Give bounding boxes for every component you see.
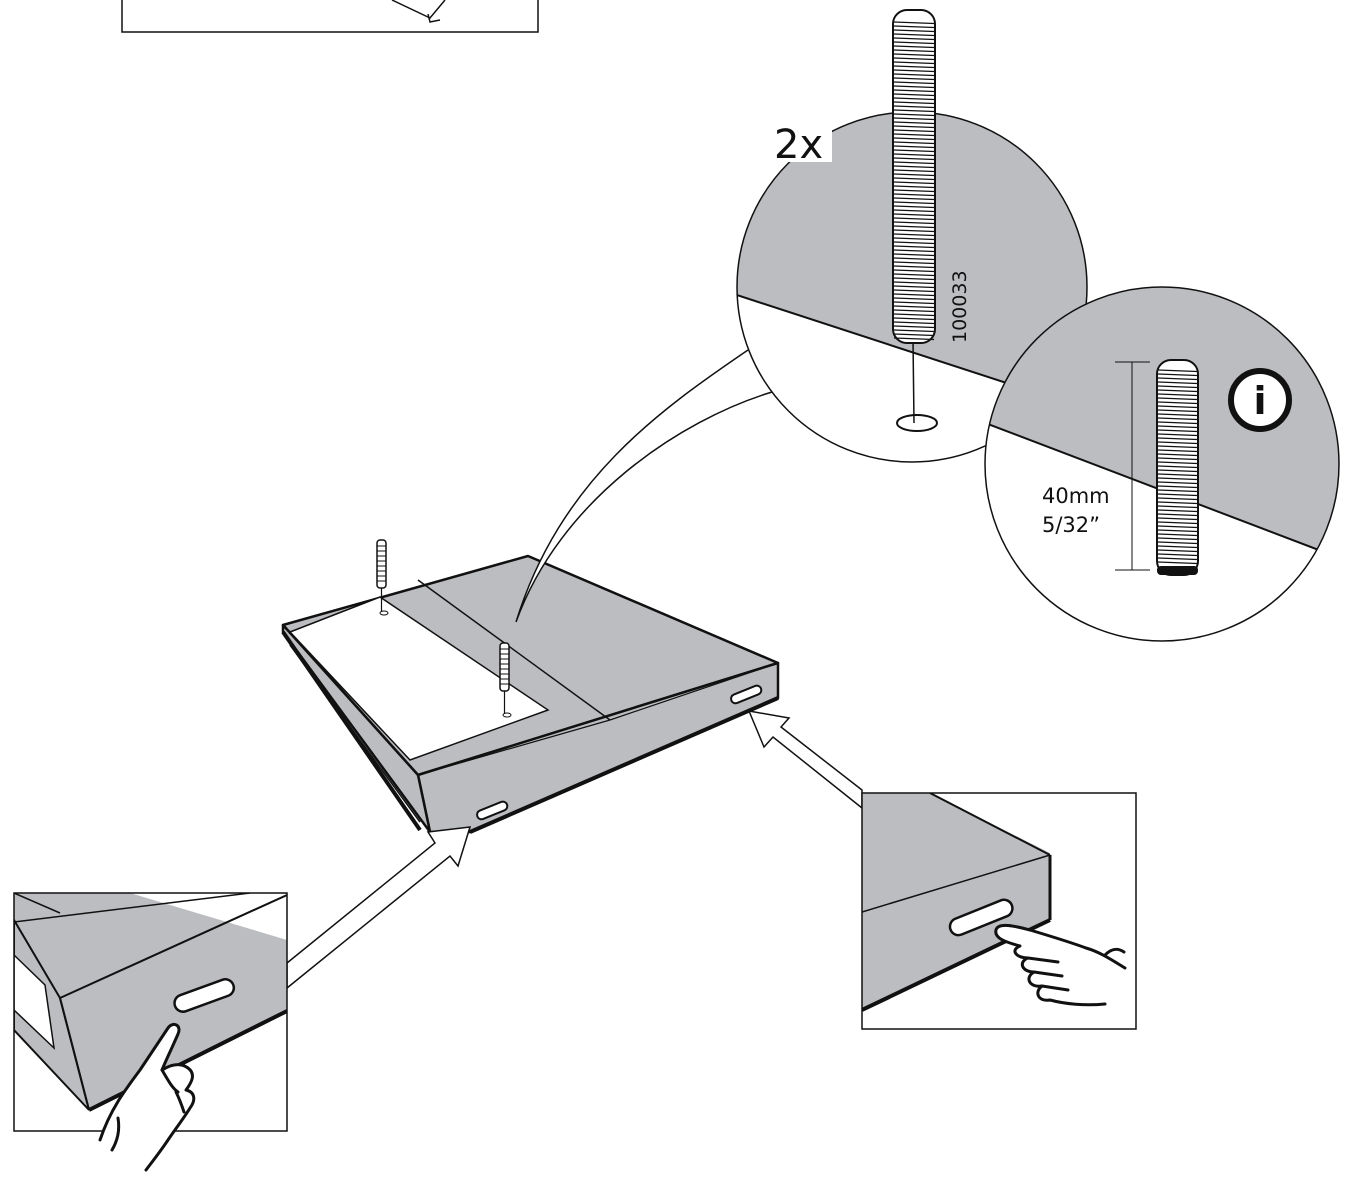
- handle-slot: [476, 800, 509, 821]
- panel-cutout: [288, 596, 550, 761]
- drawer-base-panel: [281, 554, 780, 834]
- threaded-rod-small: [376, 539, 389, 616]
- dimension-imperial-label: 5/32”: [1042, 513, 1100, 537]
- direction-arrow: [286, 826, 472, 990]
- direction-arrow: [747, 710, 863, 810]
- quantity-label-background: [772, 117, 832, 162]
- previous-step-frame: [121, 0, 539, 33]
- pointing-hand-icon: [994, 923, 1127, 1007]
- info-icon: i: [1228, 368, 1292, 432]
- detail-box-left: [13, 892, 288, 1172]
- handle-slot: [730, 684, 763, 705]
- detail-box-right: [861, 792, 1137, 1030]
- dimension-metric-label: 40mm: [1042, 484, 1110, 508]
- threaded-rod-large: [892, 9, 936, 344]
- info-callout-circle: i: [984, 286, 1340, 642]
- info-icon-glyph: i: [1253, 379, 1266, 423]
- quantity-label: 2x: [774, 122, 823, 168]
- part-number-label: 100033: [949, 270, 971, 343]
- callout-pointer: [515, 349, 773, 623]
- threaded-rod-small: [499, 642, 512, 718]
- pointing-hand-icon: [98, 1022, 196, 1172]
